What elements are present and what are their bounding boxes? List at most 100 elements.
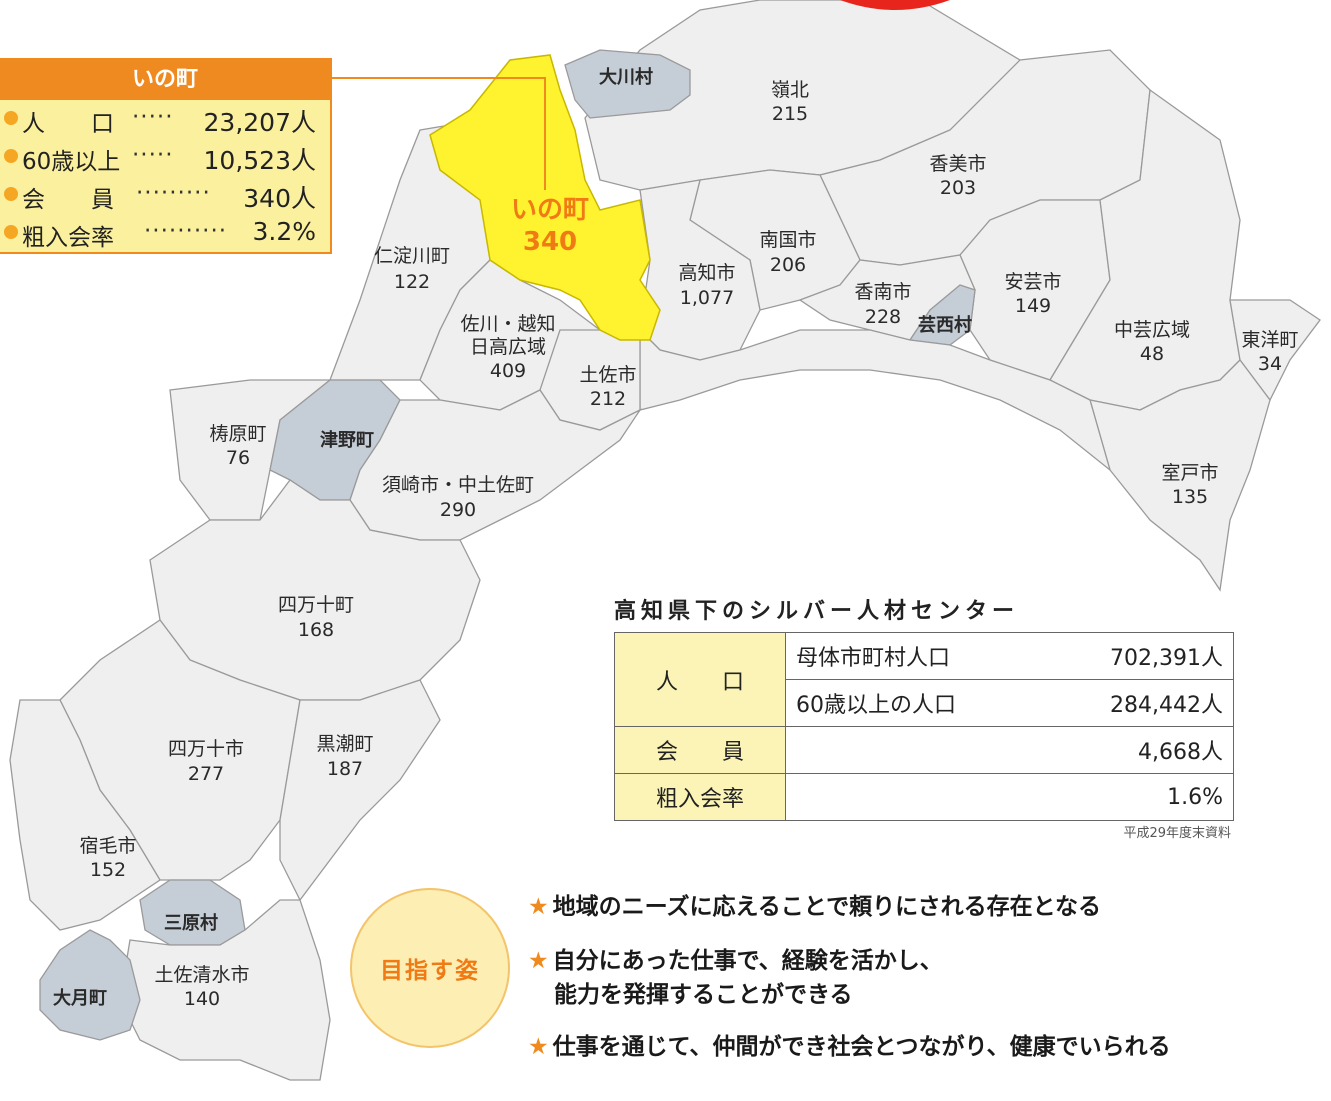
label-sakawa-2: 日高広域 bbox=[470, 336, 546, 358]
pop-header: 人 口 bbox=[614, 632, 786, 727]
value-yusuhara: 76 bbox=[226, 447, 250, 469]
info-leader-dots: ····· bbox=[132, 104, 174, 130]
value-chugei: 48 bbox=[1140, 343, 1164, 365]
value-shimanto-town: 168 bbox=[298, 619, 334, 641]
label-kuroshio: 黒潮町 bbox=[316, 733, 373, 755]
info-row-rate: 粗入会率 ·········· 3.2% bbox=[0, 214, 330, 252]
info-value: 10,523人 bbox=[203, 146, 316, 175]
rate-value: 1.6% bbox=[1036, 773, 1234, 821]
region-tosashimizu[interactable] bbox=[119, 899, 331, 1081]
pop-sub-value: 284,442人 bbox=[1036, 679, 1234, 727]
info-leader-dots: ····· bbox=[132, 142, 174, 168]
info-label: 60歳以上 bbox=[22, 149, 121, 175]
info-value: 23,207人 bbox=[203, 108, 316, 137]
info-row-members: 会 員 ········· 340人 bbox=[0, 176, 330, 214]
goal-text-continued: 能力を発揮することができる bbox=[554, 982, 853, 1008]
goal-item-1: ★地域のニーズに応えることで頼りにされる存在となる bbox=[528, 890, 1101, 924]
coast-strip bbox=[639, 328, 1112, 472]
goal-item-2: ★自分にあった仕事で、経験を活かし、 能力を発揮することができる bbox=[528, 944, 943, 1012]
label-kochi: 高知市 bbox=[678, 262, 735, 284]
table-row: 粗入会率 1.6% bbox=[614, 773, 1234, 821]
info-leader-dots: ········· bbox=[136, 180, 211, 206]
info-value: 3.2% bbox=[252, 217, 316, 246]
star-icon: ★ bbox=[528, 894, 549, 920]
info-label: 粗入会率 bbox=[22, 225, 114, 251]
bullet-icon bbox=[4, 187, 18, 201]
region-ino-highlight[interactable] bbox=[429, 54, 661, 341]
value-nankoku: 206 bbox=[770, 254, 806, 276]
value-reihoku: 215 bbox=[772, 103, 808, 125]
ino-info-box: いの町 人 口 ····· 23,207人 60歳以上 ····· 10,523… bbox=[0, 58, 332, 254]
label-tsuno: 津野町 bbox=[320, 429, 374, 451]
info-value: 340人 bbox=[243, 184, 316, 213]
table-row: 会 員 4,668人 bbox=[614, 726, 1234, 774]
value-sukumo: 152 bbox=[90, 859, 126, 881]
label-aki: 安芸市 bbox=[1004, 271, 1061, 293]
ino-info-title: いの町 bbox=[0, 60, 330, 100]
value-aki: 149 bbox=[1015, 295, 1051, 317]
village-otsuki[interactable] bbox=[39, 929, 141, 1041]
value-kuroshio: 187 bbox=[327, 758, 363, 780]
label-toyo: 東洋町 bbox=[1241, 329, 1298, 351]
rate-header: 粗入会率 bbox=[614, 773, 786, 821]
star-icon: ★ bbox=[528, 948, 549, 974]
region-sukumo[interactable] bbox=[9, 699, 161, 931]
goal-item-3: ★仕事を通じて、仲間ができ社会とつながり、健康でいられる bbox=[528, 1030, 1171, 1064]
region-susaki[interactable] bbox=[349, 389, 642, 541]
village-okawa[interactable] bbox=[564, 49, 691, 119]
goal-circle: 目指す姿 bbox=[350, 888, 510, 1048]
value-kami: 203 bbox=[940, 177, 976, 199]
info-label: 人 口 bbox=[22, 111, 114, 137]
value-niyodogawa: 122 bbox=[394, 271, 430, 293]
value-susaki: 290 bbox=[440, 499, 476, 521]
goal-text: 自分にあった仕事で、経験を活かし、 bbox=[552, 948, 943, 974]
bullet-icon bbox=[4, 111, 18, 125]
goal-text: 仕事を通じて、仲間ができ社会とつながり、健康でいられる bbox=[552, 1034, 1171, 1060]
label-niyodogawa: 仁淀川町 bbox=[374, 245, 450, 267]
table-row: 60歳以上の人口 284,442人 bbox=[615, 679, 1234, 727]
table-row: 人 口 母体市町村人口 702,391人 bbox=[614, 632, 1234, 727]
table-title: 高知県下のシルバー人材センター bbox=[614, 599, 1020, 624]
label-okawa: 大川村 bbox=[599, 66, 653, 88]
label-susaki: 須崎市・中土佐町 bbox=[382, 474, 534, 496]
info-label: 会 員 bbox=[22, 187, 114, 213]
value-kochi: 1,077 bbox=[680, 287, 734, 309]
info-row-60plus: 60歳以上 ····· 10,523人 bbox=[0, 138, 330, 176]
label-chugei: 中芸広域 bbox=[1114, 319, 1190, 341]
label-otsuki: 大月町 bbox=[53, 987, 107, 1009]
label-ino: いの町 bbox=[511, 195, 589, 225]
bullet-icon bbox=[4, 225, 18, 239]
label-sukumo: 宿毛市 bbox=[79, 835, 136, 857]
label-reihoku: 嶺北 bbox=[771, 79, 809, 101]
goal-text: 地域のニーズに応えることで頼りにされる存在となる bbox=[552, 894, 1101, 920]
member-value: 4,668人 bbox=[1036, 726, 1234, 774]
value-tosashimizu: 140 bbox=[184, 988, 220, 1010]
pop-sub-label: 母体市町村人口 bbox=[785, 632, 1036, 680]
label-muroto: 室戸市 bbox=[1161, 462, 1218, 484]
label-nankoku: 南国市 bbox=[759, 229, 816, 251]
value-sakawa: 409 bbox=[490, 360, 526, 382]
info-leader-dots: ·········· bbox=[144, 218, 228, 244]
label-geisei: 芸西村 bbox=[918, 314, 972, 336]
silver-center-stats-table: 人 口 母体市町村人口 702,391人 60歳以上の人口 284,442人 会… bbox=[614, 632, 1234, 821]
info-row-population: 人 口 ····· 23,207人 bbox=[0, 100, 330, 138]
red-badge-edge bbox=[840, 0, 950, 10]
label-mihara: 三原村 bbox=[164, 912, 218, 934]
label-yusuhara: 梼原町 bbox=[209, 423, 266, 445]
value-ino: 340 bbox=[523, 227, 577, 257]
value-shimanto-city: 277 bbox=[188, 763, 224, 785]
member-header: 会 員 bbox=[614, 726, 786, 774]
source-note: 平成29年度末資料 bbox=[1123, 826, 1231, 841]
leader-line bbox=[332, 77, 546, 190]
label-sakawa-1: 佐川・越知 bbox=[460, 313, 555, 335]
value-toyo: 34 bbox=[1258, 353, 1282, 375]
empty-cell bbox=[785, 726, 1036, 774]
label-konan: 香南市 bbox=[854, 281, 911, 303]
star-icon: ★ bbox=[528, 1034, 549, 1060]
bullet-icon bbox=[4, 149, 18, 163]
region-kuroshio[interactable] bbox=[279, 679, 441, 902]
goal-circle-label: 目指す姿 bbox=[380, 958, 480, 984]
value-konan: 228 bbox=[865, 306, 901, 328]
value-tosa: 212 bbox=[590, 388, 626, 410]
label-shimanto-town: 四万十町 bbox=[278, 594, 354, 616]
